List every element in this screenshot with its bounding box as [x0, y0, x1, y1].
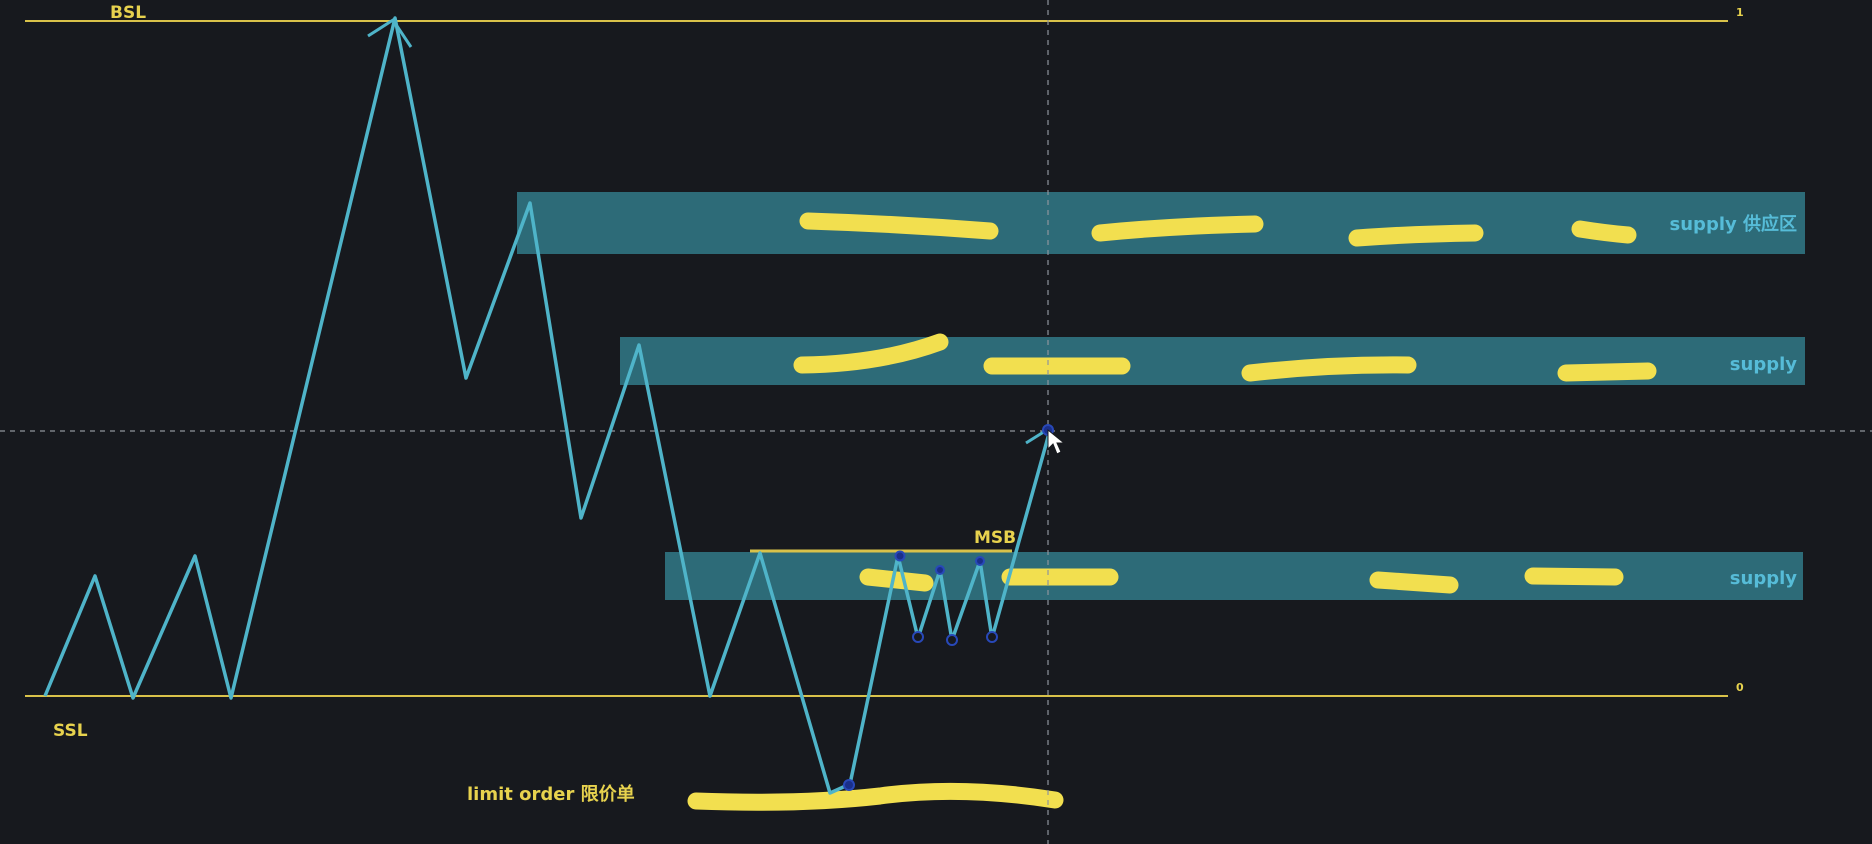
msb-label: MSB	[974, 528, 1016, 548]
price-path	[43, 16, 1052, 795]
pivot-low	[986, 631, 998, 643]
supply-zone-lower-label: supply	[1730, 568, 1797, 589]
highlight-stroke	[1091, 215, 1264, 242]
limit-order-label: limit order 限价单	[467, 783, 635, 805]
supply-zone-upper-label: supply 供应区	[1670, 213, 1797, 235]
highlight-strokes	[687, 212, 1657, 811]
pivot-low	[912, 631, 924, 643]
supply-zone-lower	[665, 552, 1803, 600]
pivot-high	[935, 565, 945, 575]
highlight-stroke	[1369, 571, 1459, 594]
highlight-stroke	[793, 333, 949, 374]
highlight-stroke	[687, 782, 1064, 811]
ssl-label: SSL	[53, 721, 88, 741]
highlight-stroke	[1348, 224, 1484, 247]
bsl-scale-label: 1	[1736, 6, 1744, 19]
pivot-low	[946, 634, 958, 646]
highlight-stroke	[1571, 220, 1637, 244]
supply-zone-middle-label: supply	[1730, 354, 1797, 375]
ssl-scale-label: 0	[1736, 681, 1744, 694]
highlight-stroke	[1524, 567, 1624, 586]
highlight-stroke	[799, 212, 999, 240]
highlight-stroke	[1241, 356, 1417, 382]
pivot-high	[894, 550, 906, 562]
highlight-stroke	[1557, 362, 1657, 382]
highlight-stroke	[859, 568, 934, 592]
pivot-low-bottom	[843, 779, 855, 791]
pivot-high	[975, 556, 985, 566]
cursor-icon	[1047, 428, 1066, 455]
bsl-label: BSL	[110, 3, 146, 23]
top-wick	[367, 17, 413, 48]
